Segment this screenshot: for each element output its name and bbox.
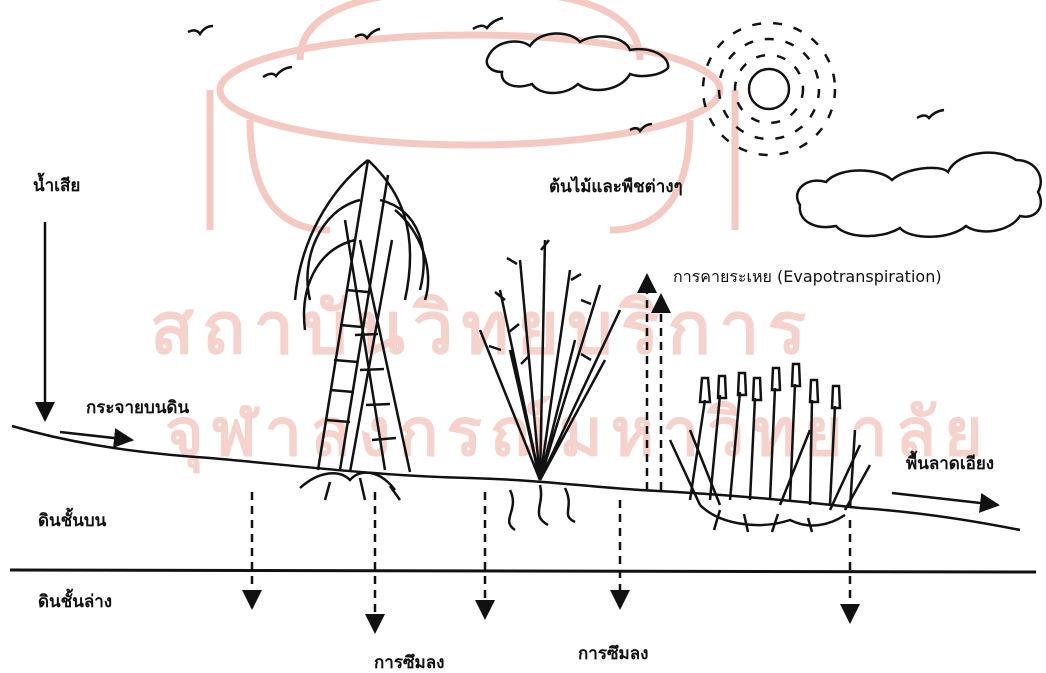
evapotranspiration-label: การคายระเหย (Evapotranspiration) [673,269,942,285]
cloud-icon [797,153,1041,237]
slope-arrow [892,493,998,505]
plants-label: ต้นไม้และพืชต่างๆ [549,179,683,196]
infiltration-label-2: การซึมลง [578,646,648,663]
infiltration-arrows [252,492,850,632]
ground-surface-line [12,426,1020,530]
infiltration-label-1: การซึมลง [374,655,444,672]
sloped-ground-label: พื้นลาดเอียง [906,456,994,473]
spread-on-soil-label: กระจายบนดิน [86,400,189,417]
bird-icon [263,67,292,77]
wastewater-label: น้ำเสีย [33,178,80,195]
bird-icon [188,26,213,34]
soil-layer-boundary [10,570,1036,572]
spread-arrow [60,432,132,440]
topsoil-label: ดินชั้นบน [38,513,106,530]
subsoil-label: ดินชั้นล่าง [38,594,112,611]
bird-icon [917,110,944,118]
bird-icon [473,18,503,29]
sugarcane-plant-icon [295,160,428,500]
